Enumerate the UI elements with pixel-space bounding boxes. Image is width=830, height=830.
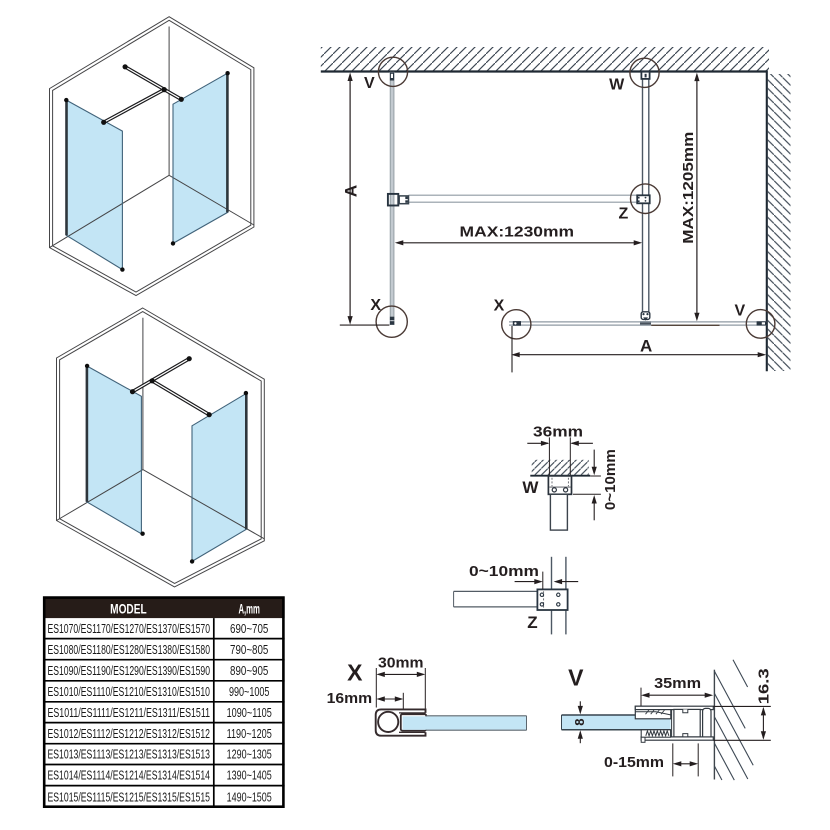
svg-text:W: W <box>609 76 625 93</box>
svg-text:1290~1305: 1290~1305 <box>227 747 272 762</box>
svg-text:MAX:1205mm: MAX:1205mm <box>680 132 697 244</box>
svg-text:ES1015/ES1115/ES1215/ES1315/ES: ES1015/ES1115/ES1215/ES1315/ES1515 <box>48 789 211 804</box>
svg-text:V: V <box>364 75 375 92</box>
svg-text:990~1005: 990~1005 <box>229 684 270 699</box>
svg-text:890~905: 890~905 <box>230 663 268 678</box>
svg-text:ES1070/ES1170/ES1270/ES1370/ES: ES1070/ES1170/ES1270/ES1370/ES1570 <box>48 621 211 636</box>
svg-text:ES1013/ES1113/ES1213/ES1313/ES: ES1013/ES1113/ES1213/ES1313/ES1513 <box>48 747 211 762</box>
svg-text:1490~1505: 1490~1505 <box>227 789 272 804</box>
svg-text:X: X <box>347 659 363 685</box>
svg-text:8: 8 <box>572 719 587 726</box>
svg-text:A,mm: A,mm <box>238 601 260 616</box>
svg-text:1390~1405: 1390~1405 <box>227 768 272 783</box>
svg-text:690~705: 690~705 <box>230 621 268 636</box>
svg-text:V: V <box>734 302 745 319</box>
svg-text:A: A <box>341 185 360 197</box>
svg-text:ES1012/ES1112/ES1212/ES1312/ES: ES1012/ES1112/ES1212/ES1312/ES1512 <box>48 726 211 741</box>
svg-text:0~10mm: 0~10mm <box>602 449 619 510</box>
svg-text:A: A <box>640 336 652 355</box>
svg-text:V: V <box>568 665 584 691</box>
svg-text:ES1080/ES1180/ES1280/ES1380/ES: ES1080/ES1180/ES1280/ES1380/ES1580 <box>48 642 211 657</box>
svg-text:ES1014/ES1114/ES1214/ES1314/ES: ES1014/ES1114/ES1214/ES1314/ES1514 <box>48 768 211 783</box>
svg-text:1090~1105: 1090~1105 <box>227 705 272 720</box>
svg-text:X: X <box>370 297 381 314</box>
svg-text:Z: Z <box>527 613 537 632</box>
svg-text:ES1011/ES1111/ES1211/ES1311/ES: ES1011/ES1111/ES1211/ES1311/ES1511 <box>48 705 211 720</box>
svg-text:30mm: 30mm <box>378 655 424 672</box>
svg-text:0~10mm: 0~10mm <box>469 563 539 580</box>
svg-text:ES1090/ES1190/ES1290/ES1390/ES: ES1090/ES1190/ES1290/ES1390/ES1590 <box>48 663 211 678</box>
svg-text:790~805: 790~805 <box>230 642 268 657</box>
svg-text:35mm: 35mm <box>654 675 701 692</box>
svg-text:ES1010/ES1110/ES1210/ES1310/ES: ES1010/ES1110/ES1210/ES1310/ES1510 <box>48 684 211 699</box>
svg-text:W: W <box>522 478 539 497</box>
svg-text:Z: Z <box>619 206 629 223</box>
svg-text:16.3: 16.3 <box>755 668 772 704</box>
svg-text:0-15mm: 0-15mm <box>604 754 664 771</box>
svg-text:X: X <box>494 298 505 315</box>
svg-text:16mm: 16mm <box>327 690 373 707</box>
svg-text:MAX:1230mm: MAX:1230mm <box>460 224 575 241</box>
svg-text:1190~1205: 1190~1205 <box>227 726 272 741</box>
svg-text:MODEL: MODEL <box>110 601 147 616</box>
svg-text:36mm: 36mm <box>533 423 583 440</box>
